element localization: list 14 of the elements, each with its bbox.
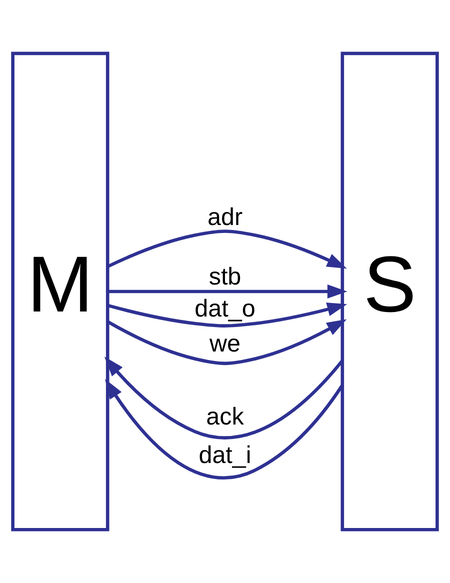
arrow [107, 302, 348, 328]
arrow [106, 230, 347, 269]
arrow [108, 284, 348, 298]
edge-label: we [210, 330, 240, 358]
node-box: M [11, 52, 110, 532]
edge-label: ack [206, 403, 244, 430]
edge-label: stb [208, 263, 242, 290]
edge-label: adr [207, 204, 243, 231]
arrow [106, 319, 347, 366]
edge-label: dat_o [194, 295, 256, 322]
node-box: S [340, 52, 439, 532]
arrow [104, 356, 344, 440]
edge-label: dat_i [198, 442, 252, 470]
arrow [104, 379, 344, 480]
